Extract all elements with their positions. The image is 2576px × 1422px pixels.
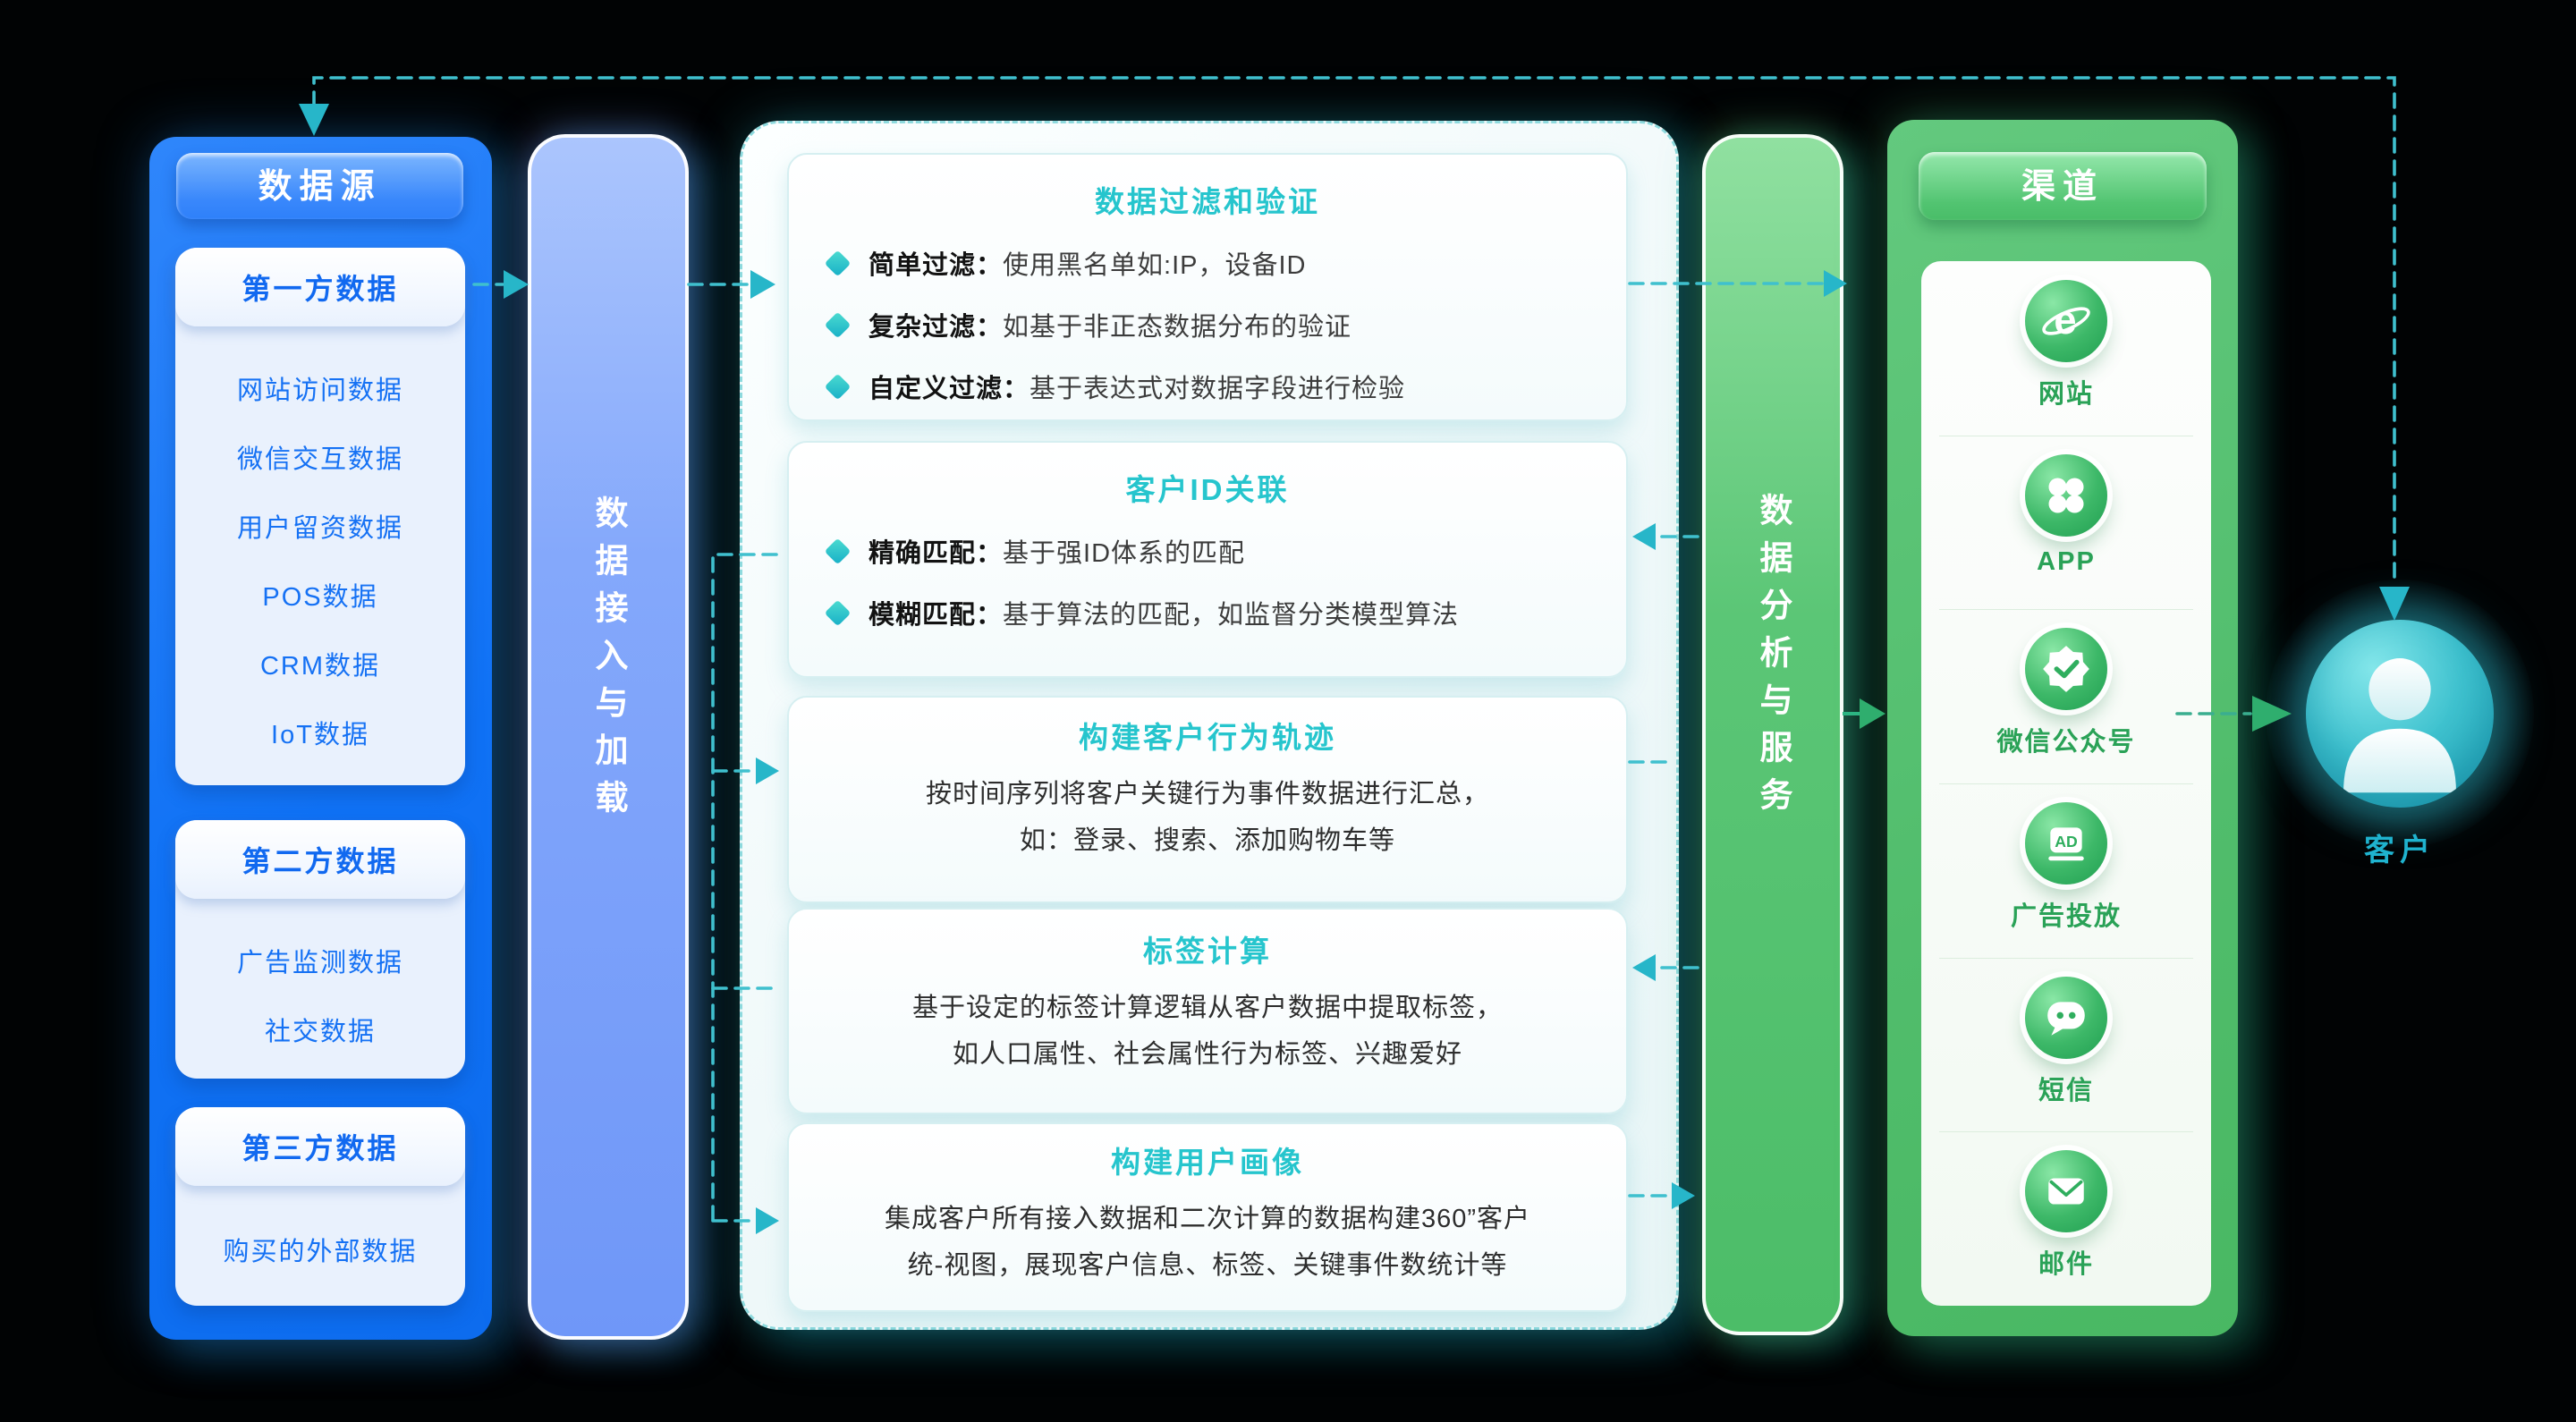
channel-item-sms: 短信 bbox=[1921, 957, 2211, 1132]
channel-label: 网站 bbox=[2038, 380, 2094, 409]
bullet-list: 简单过滤： 使用黑名单如:IP，设备ID 复杂过滤： 如基于非正态数据分布的验证… bbox=[824, 244, 1626, 405]
process-box-behavior-track: 构建客户行为轨迹 按时间序列将客户关键行为事件数据进行汇总， 如：登录、搜索、添… bbox=[787, 696, 1628, 903]
list-item: 社交数据 bbox=[264, 1018, 376, 1046]
process-box-title: 构建用户画像 bbox=[1111, 1146, 1304, 1179]
bullet-label: 简单过滤： bbox=[869, 251, 1004, 280]
wechat-official-icon bbox=[2025, 628, 2107, 711]
bullet-label: 复杂过滤： bbox=[869, 313, 1004, 342]
process-box-id-mapping: 客户ID关联 精确匹配： 基于强ID体系的匹配 模糊匹配： 基于算法的匹配，如监… bbox=[787, 441, 1628, 678]
first-party-title: 第一方数据 bbox=[175, 248, 465, 326]
bullet-label: 自定义过滤： bbox=[869, 375, 1030, 403]
list-item: IoT数据 bbox=[271, 721, 369, 749]
bullet-text: 基于表达式对数据字段进行检验 bbox=[1030, 375, 1406, 403]
data-source-panel: 数据源 第一方数据 网站访问数据 微信交互数据 用户留资数据 POS数据 CRM… bbox=[149, 137, 492, 1340]
channel-item-ad: AD 广告投放 bbox=[1921, 783, 2211, 958]
customer-avatar bbox=[2306, 620, 2494, 808]
process-box-title: 构建客户行为轨迹 bbox=[1079, 721, 1336, 754]
browser-icon: e bbox=[2025, 280, 2107, 362]
bullet-row: 自定义过滤： 基于表达式对数据字段进行检验 bbox=[824, 368, 1626, 405]
body-line: 如：登录、搜索、添加购物车等 bbox=[1019, 826, 1395, 855]
arrow-into-source bbox=[299, 104, 329, 136]
box-body: 集成客户所有接入数据和二次计算的数据构建360”客户 统-视图，展现客户信息、标… bbox=[789, 1196, 1626, 1289]
ad-icon: AD bbox=[2025, 802, 2107, 885]
list-item: 购买的外部数据 bbox=[223, 1238, 418, 1266]
data-source-title: 数据源 bbox=[258, 168, 382, 206]
ingest-bar: 数据接入与加载 bbox=[528, 134, 689, 1340]
list-item: 网站访问数据 bbox=[236, 377, 403, 405]
list-item: 广告监测数据 bbox=[236, 949, 403, 978]
sms-icon bbox=[2025, 976, 2107, 1059]
bullet-text: 基于算法的匹配，如监督分类模型算法 bbox=[1003, 601, 1460, 630]
list-item: POS数据 bbox=[262, 583, 378, 612]
process-box-title: 客户ID关联 bbox=[1125, 473, 1290, 506]
bullet-list: 精确匹配： 基于强ID体系的匹配 模糊匹配： 基于算法的匹配，如监督分类模型算法 bbox=[824, 532, 1626, 631]
bullet-text: 使用黑名单如:IP，设备ID bbox=[1003, 251, 1307, 280]
channel-title: 渠道 bbox=[2021, 168, 2104, 206]
channel-header: 渠道 bbox=[1919, 152, 2207, 220]
body-line: 统-视图，展现客户信息、标签、关键事件数统计等 bbox=[907, 1251, 1508, 1280]
first-party-items: 网站访问数据 微信交互数据 用户留资数据 POS数据 CRM数据 IoT数据 bbox=[175, 326, 465, 770]
channel-item-website: e 网站 bbox=[1921, 261, 2211, 436]
channel-panel: 渠道 e 网站 bbox=[1887, 120, 2238, 1336]
process-box-user-profile: 构建用户画像 集成客户所有接入数据和二次计算的数据构建360”客户 统-视图，展… bbox=[787, 1122, 1628, 1312]
channel-item-mail: 邮件 bbox=[1921, 1131, 2211, 1306]
process-box-tag-compute: 标签计算 基于设定的标签计算逻辑从客户数据中提取标签， 如人口属性、社会属性行为… bbox=[787, 908, 1628, 1114]
list-item: CRM数据 bbox=[259, 652, 381, 681]
list-item: 微信交互数据 bbox=[236, 445, 403, 474]
channel-label: 邮件 bbox=[2038, 1250, 2094, 1280]
third-party-title: 第三方数据 bbox=[175, 1107, 465, 1186]
bullet-row: 模糊匹配： 基于算法的匹配，如监督分类模型算法 bbox=[824, 594, 1626, 631]
box-body: 按时间序列将客户关键行为事件数据进行汇总， 如：登录、搜索、添加购物车等 bbox=[789, 771, 1626, 864]
diamond-bullet-icon bbox=[824, 537, 852, 564]
bullet-text: 如基于非正态数据分布的验证 bbox=[1003, 313, 1352, 342]
body-line: 按时间序列将客户关键行为事件数据进行汇总， bbox=[925, 780, 1489, 808]
customer-node: 客户 bbox=[2252, 566, 2547, 906]
second-party-items: 广告监测数据 社交数据 bbox=[175, 899, 465, 1067]
person-icon bbox=[2343, 658, 2456, 793]
arrow-into-ingest bbox=[504, 270, 529, 299]
bullet-row: 简单过滤： 使用黑名单如:IP，设备ID bbox=[824, 244, 1626, 282]
processing-panel: 数据过滤和验证 简单过滤： 使用黑名单如:IP，设备ID 复杂过滤： 如基于非正… bbox=[740, 121, 1679, 1330]
channel-item-app: APP bbox=[1921, 435, 2211, 610]
channel-item-wechat-official: 微信公众号 bbox=[1921, 609, 2211, 783]
diamond-bullet-icon bbox=[824, 311, 852, 338]
channel-label: 广告投放 bbox=[2010, 902, 2122, 932]
diamond-bullet-icon bbox=[824, 250, 852, 276]
customer-label: 客户 bbox=[2364, 834, 2436, 868]
process-box-title: 标签计算 bbox=[1143, 935, 1272, 968]
process-box-title: 数据过滤和验证 bbox=[1095, 185, 1320, 218]
third-party-items: 购买的外部数据 bbox=[175, 1186, 465, 1287]
third-party-card: 第三方数据 购买的外部数据 bbox=[175, 1107, 465, 1306]
bullet-label: 模糊匹配： bbox=[869, 601, 1004, 630]
body-line: 基于设定的标签计算逻辑从客户数据中提取标签， bbox=[911, 994, 1503, 1022]
channel-label: APP bbox=[2037, 546, 2096, 576]
bullet-row: 复杂过滤： 如基于非正态数据分布的验证 bbox=[824, 306, 1626, 343]
mail-icon bbox=[2025, 1150, 2107, 1233]
ingest-bar-label: 数据接入与加载 bbox=[590, 495, 627, 827]
channel-list: e 网站 APP bbox=[1921, 261, 2211, 1306]
body-line: 如人口属性、社会属性行为标签、兴趣爱好 bbox=[952, 1040, 1462, 1069]
diamond-bullet-icon bbox=[824, 599, 852, 626]
diamond-bullet-icon bbox=[824, 373, 852, 400]
analysis-bar: 数据分析与服务 bbox=[1702, 134, 1843, 1335]
arrow-into-channel bbox=[1860, 698, 1885, 729]
second-party-title: 第二方数据 bbox=[175, 820, 465, 899]
first-party-card: 第一方数据 网站访问数据 微信交互数据 用户留资数据 POS数据 CRM数据 I… bbox=[175, 248, 465, 785]
list-item: 用户留资数据 bbox=[236, 514, 403, 543]
bullet-text: 基于强ID体系的匹配 bbox=[1003, 539, 1246, 568]
bullet-row: 精确匹配： 基于强ID体系的匹配 bbox=[824, 532, 1626, 570]
process-box-filter: 数据过滤和验证 简单过滤： 使用黑名单如:IP，设备ID 复杂过滤： 如基于非正… bbox=[787, 153, 1628, 421]
box-body: 基于设定的标签计算逻辑从客户数据中提取标签， 如人口属性、社会属性行为标签、兴趣… bbox=[789, 985, 1626, 1078]
bullet-label: 精确匹配： bbox=[869, 539, 1004, 568]
app-icon bbox=[2025, 453, 2107, 537]
svg-text:e: e bbox=[2054, 297, 2076, 343]
body-line: 集成客户所有接入数据和二次计算的数据构建360”客户 bbox=[884, 1205, 1531, 1233]
channel-label: 微信公众号 bbox=[1996, 728, 2136, 758]
second-party-card: 第二方数据 广告监测数据 社交数据 bbox=[175, 820, 465, 1079]
channel-label: 短信 bbox=[2038, 1076, 2094, 1105]
ad-badge: AD bbox=[2055, 833, 2077, 851]
data-source-header: 数据源 bbox=[176, 153, 463, 219]
analysis-bar-label: 数据分析与服务 bbox=[1755, 493, 1792, 825]
